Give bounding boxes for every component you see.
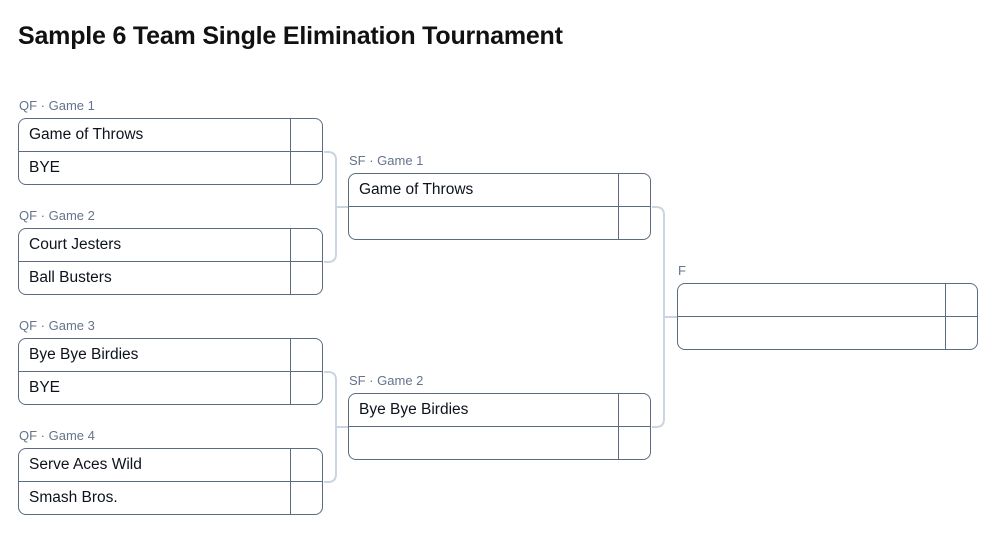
match-box [677, 283, 978, 350]
seat-top[interactable]: Bye Bye Birdies [19, 339, 322, 371]
score-cell[interactable] [290, 119, 322, 151]
match-sf-game-1: SF · Game 1 Game of Throws [348, 153, 651, 240]
match-qf-game-4: QF · Game 4 Serve Aces Wild Smash Bros. [18, 428, 323, 515]
match-sf-game-2: SF · Game 2 Bye Bye Birdies [348, 373, 651, 460]
score-cell[interactable] [290, 262, 322, 294]
match-label: QF · Game 2 [19, 208, 95, 223]
score-cell[interactable] [290, 449, 322, 481]
score-cell[interactable] [290, 482, 322, 514]
team-name [678, 317, 945, 349]
match-box: Game of Throws BYE [18, 118, 323, 185]
team-name [678, 284, 945, 316]
team-name [349, 427, 618, 459]
team-name: Game of Throws [359, 181, 474, 198]
score-cell[interactable] [290, 152, 322, 184]
match-label: QF · Game 4 [19, 428, 95, 443]
team-name: Court Jesters [29, 236, 122, 253]
score-cell[interactable] [945, 317, 977, 349]
match-label: SF · Game 2 [349, 373, 424, 388]
match-box: Serve Aces Wild Smash Bros. [18, 448, 323, 515]
connector-qf1-qf2 [324, 151, 337, 263]
seat-top[interactable]: Court Jesters [19, 229, 322, 261]
team-name: Bye Bye Birdies [359, 401, 469, 418]
connector-sf1-sf2 [652, 206, 665, 428]
seat-bottom[interactable]: BYE [19, 151, 322, 184]
seat-bottom[interactable]: Smash Bros. [19, 481, 322, 514]
score-cell[interactable] [945, 284, 977, 316]
team-name: BYE [29, 379, 61, 396]
match-label: QF · Game 1 [19, 98, 95, 113]
score-cell[interactable] [618, 174, 650, 206]
match-qf-game-1: QF · Game 1 Game of Throws BYE [18, 98, 323, 185]
seat-top[interactable]: Game of Throws [19, 119, 322, 151]
connector-qf3-qf4 [324, 371, 337, 483]
score-cell[interactable] [290, 372, 322, 404]
seat-top[interactable]: Serve Aces Wild [19, 449, 322, 481]
match-final: F [677, 263, 978, 350]
match-box: Bye Bye Birdies [348, 393, 651, 460]
match-box: Game of Throws [348, 173, 651, 240]
team-name: BYE [29, 159, 61, 176]
seat-bottom[interactable]: Ball Busters [19, 261, 322, 294]
team-name: Serve Aces Wild [29, 456, 142, 473]
seat-top[interactable]: Game of Throws [349, 174, 650, 206]
match-box: Bye Bye Birdies BYE [18, 338, 323, 405]
match-label: SF · Game 1 [349, 153, 424, 168]
score-cell[interactable] [290, 339, 322, 371]
team-name: Bye Bye Birdies [29, 346, 139, 363]
team-name: Game of Throws [29, 126, 144, 143]
team-name [349, 207, 618, 239]
score-cell[interactable] [618, 394, 650, 426]
match-qf-game-3: QF · Game 3 Bye Bye Birdies BYE [18, 318, 323, 405]
team-name: Smash Bros. [29, 489, 118, 506]
match-qf-game-2: QF · Game 2 Court Jesters Ball Busters [18, 208, 323, 295]
match-box: Court Jesters Ball Busters [18, 228, 323, 295]
match-label: QF · Game 3 [19, 318, 95, 333]
team-name: Ball Busters [29, 269, 112, 286]
seat-bottom[interactable]: BYE [19, 371, 322, 404]
score-cell[interactable] [290, 229, 322, 261]
seat-top[interactable] [678, 284, 977, 316]
score-cell[interactable] [618, 427, 650, 459]
match-label: F [678, 263, 686, 278]
page-title: Sample 6 Team Single Elimination Tournam… [18, 22, 563, 50]
seat-bottom[interactable] [678, 316, 977, 349]
seat-top[interactable]: Bye Bye Birdies [349, 394, 650, 426]
seat-bottom[interactable] [349, 426, 650, 459]
seat-bottom[interactable] [349, 206, 650, 239]
score-cell[interactable] [618, 207, 650, 239]
